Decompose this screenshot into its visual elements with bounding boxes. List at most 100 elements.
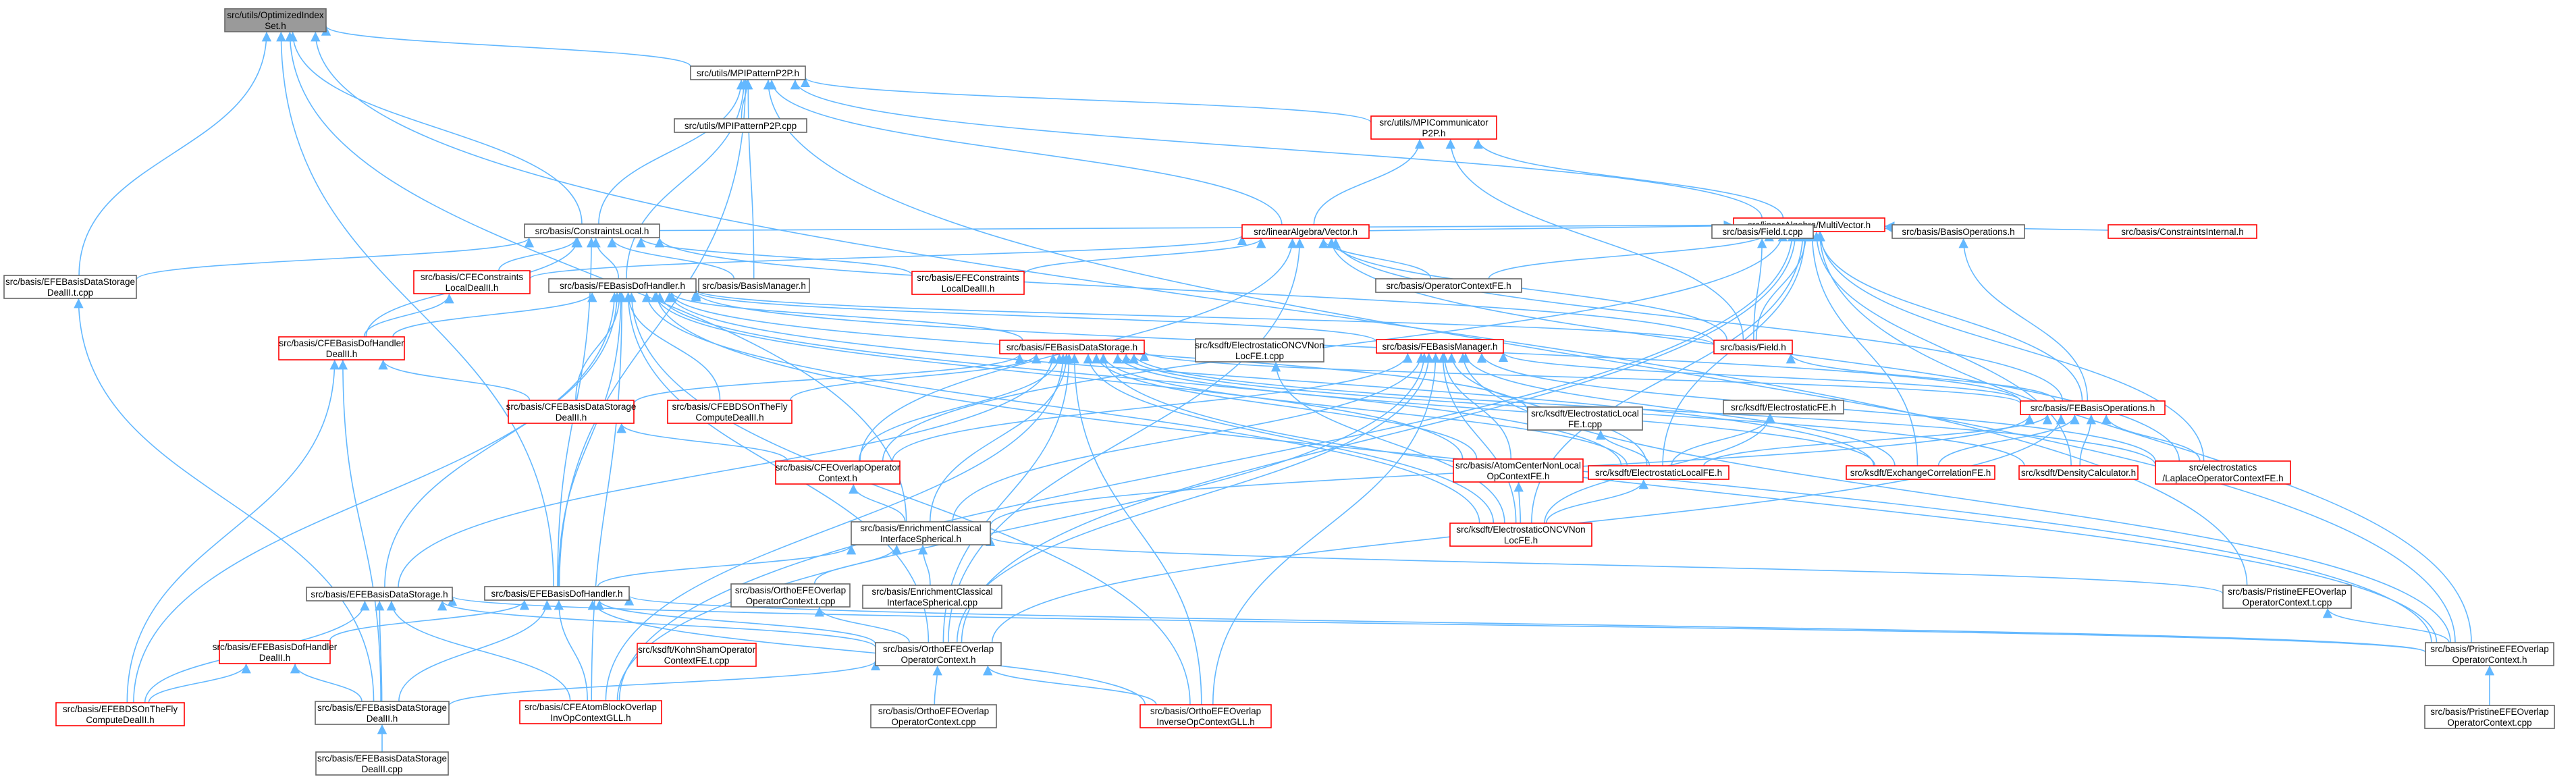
edge-opctx-to-mvec [1488, 231, 1774, 279]
node-box [2018, 465, 2139, 480]
node-orthoh[interactable]: src/basis/OrthoEFEOverlapOperatorContext… [875, 642, 1002, 666]
edge-febmgr-to-febdofh [691, 290, 1377, 342]
node-label-line: src/basis/ConstraintsLocal.h [535, 226, 649, 236]
edge-mpip2ph-to-oisset [321, 25, 691, 67]
node-box [1723, 400, 1844, 414]
node-orthocpp[interactable]: src/basis/OrthoEFEOverlapOperatorContext… [870, 704, 997, 728]
node-febdofh[interactable]: src/basis/FEBasisDofHandler.h [548, 278, 697, 293]
node-vec[interactable]: src/linearAlgebra/Vector.h [1241, 224, 1370, 239]
node-consint[interactable]: src/basis/ConstraintsInternal.h [2108, 224, 2257, 239]
node-label-line: InterfaceSpherical.cpp [887, 597, 977, 608]
edge-orthoh-to-orthotcpp [814, 606, 911, 643]
edge-cfeovop-to-cfebds [616, 423, 788, 462]
node-febmgr[interactable]: src/basis/FEBasisManager.h [1376, 339, 1504, 354]
node-label-line: src/basis/CFEBasisDataStorage [506, 402, 637, 412]
edge-atomnl-to-febds [1092, 353, 1478, 460]
node-label-line: LocalDealII.h [446, 283, 499, 293]
edge-elloc-to-febds [1098, 353, 1628, 466]
node-label-line: src/ksdft/ElectrostaticLocal [1531, 408, 1639, 419]
node-label-line: src/linearAlgebra/Vector.h [1254, 227, 1358, 237]
node-orthoinv[interactable]: src/basis/OrthoEFEOverlapInverseOpContex… [1139, 704, 1272, 728]
node-label-line: src/basis/EFEBasisDataStorage.h [311, 589, 448, 599]
node-box [315, 701, 450, 725]
node-box [1527, 406, 1643, 431]
node-elfeh[interactable]: src/ksdft/ElectrostaticFE.h [1723, 400, 1844, 414]
node-label-line: src/basis/CFEBasisDofHandler [279, 338, 404, 348]
node-label-line: LocFE.t.cpp [1235, 351, 1284, 361]
node-efebdstcpp[interactable]: src/basis/EFEBasisDataStorageDealII.t.cp… [3, 275, 137, 299]
node-mpip2ph[interactable]: src/utils/MPIPatternP2P.h [690, 65, 806, 80]
node-label-line: src/basis/EFEBasisDataStorage [317, 703, 447, 713]
node-label-line: DealII.h [259, 653, 291, 663]
node-box [775, 460, 901, 485]
node-label-line: src/utils/MPIPatternP2P.cpp [685, 121, 797, 131]
edge-cfeatom-to-febdofh [591, 292, 627, 701]
node-efebds[interactable]: src/basis/EFEBasisDataStorage.h [306, 587, 453, 601]
node-kohn[interactable]: src/ksdft/KohnShamOperatorContextFE.t.cp… [637, 643, 757, 667]
edge-field-to-conslocal [655, 237, 1715, 344]
node-opctx[interactable]: src/basis/OperatorContextFE.h [1375, 278, 1522, 293]
node-label-line: OperatorContext.cpp [891, 717, 975, 727]
node-dens[interactable]: src/ksdft/DensityCalculator.h [2018, 465, 2139, 480]
node-label-line: DealII.h [556, 412, 587, 423]
node-box [667, 400, 793, 424]
node-efedofh[interactable]: src/basis/EFEBasisDofHandler.h [484, 586, 630, 601]
node-cfeatom[interactable]: src/basis/CFEAtomBlockOverlapInvOpContex… [519, 700, 662, 724]
node-label-line: src/basis/EFEBasisDofHandler.h [491, 589, 622, 599]
node-fieldtcpp[interactable]: src/basis/Field.t.cpp [1711, 224, 1814, 239]
node-label-line: InverseOpContextGLL.h [1156, 717, 1255, 727]
node-mpip2pcpp[interactable]: src/utils/MPIPatternP2P.cpp [674, 118, 807, 133]
edge-efebdstcpp-to-conslocal [136, 237, 534, 280]
node-lap[interactable]: src/electrostatics/LaplaceOperatorContex… [2155, 460, 2291, 485]
node-box [278, 336, 405, 360]
edge-efebds-to-febdofh [384, 292, 622, 588]
node-conslocal[interactable]: src/basis/ConstraintsLocal.h [524, 223, 660, 238]
node-atomnl[interactable]: src/basis/AtomCenterNonLocalOpContextFE.… [1453, 458, 1584, 483]
node-oncvcpp[interactable]: src/ksdft/ElectrostaticONCVNonLocFE.t.cp… [1195, 338, 1324, 363]
node-pristtcpp[interactable]: src/basis/PristineEFEOverlapOperatorCont… [2222, 585, 2352, 609]
edge-field-to-febdofh [691, 289, 1715, 346]
node-pristh[interactable]: src/basis/PristineEFEOverlapOperatorCont… [2425, 642, 2554, 666]
node-box [524, 223, 660, 238]
node-label-line: Context.h [818, 473, 857, 483]
edge-orthoh-to-febmgr [956, 352, 1434, 643]
node-feops[interactable]: src/basis/FEBasisOperations.h [2020, 400, 2166, 415]
node-basisops[interactable]: src/basis/BasisOperations.h [1891, 224, 2025, 239]
edge-field-to-vec [1326, 238, 1728, 341]
edge-efebdsdeal-to-efebds [375, 600, 385, 702]
edge-enrichcpp-to-enrich [917, 544, 931, 586]
edge-lap-to-feops [2101, 414, 2201, 462]
edge-elloc-to-eloccpp [1595, 429, 1651, 466]
node-box [2222, 585, 2352, 609]
edge-orthoinv-to-orthoh [983, 665, 1157, 705]
node-label-line: src/basis/BasisOperations.h [1902, 227, 2014, 237]
node-box [484, 586, 630, 601]
node-enrich[interactable]: src/basis/EnrichmentClassicalInterfaceSp… [851, 521, 991, 545]
node-label-line: src/basis/EFEBasisDataStorage [5, 277, 135, 287]
node-xc[interactable]: src/ksdft/ExchangeCorrelationFE.h [1846, 465, 1995, 480]
node-elloc[interactable]: src/ksdft/ElectrostaticLocalFE.h [1588, 465, 1729, 480]
node-pristcpp[interactable]: src/basis/PristineEFEOverlapOperatorCont… [2424, 705, 2555, 729]
node-label-line: src/basis/OrthoEFEOverlap [883, 644, 994, 654]
node-bmgr[interactable]: src/basis/BasisManager.h [698, 278, 810, 293]
node-field[interactable]: src/basis/Field.h [1713, 340, 1793, 354]
node-enrichcpp[interactable]: src/basis/EnrichmentClassicalInterfaceSp… [862, 585, 1002, 609]
edge-mvec-to-mpicomm [1473, 138, 1784, 219]
node-box [862, 585, 1002, 609]
node-orthotcpp[interactable]: src/basis/OrthoEFEOverlapOperatorContext… [730, 583, 851, 608]
node-febds[interactable]: src/basis/FEBasisDataStorage.h [999, 340, 1145, 354]
node-eloccpp[interactable]: src/ksdft/ElectrostaticLocalFE.t.cpp [1527, 406, 1643, 431]
